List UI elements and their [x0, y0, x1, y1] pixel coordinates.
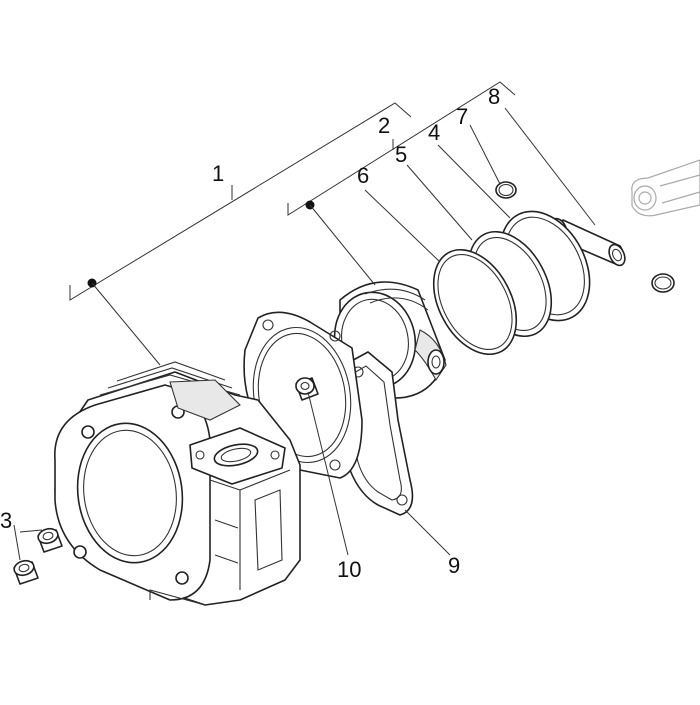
connecting-rod-ghost: [631, 159, 700, 217]
callout-7: 7: [456, 104, 468, 129]
callout-9: 9: [448, 553, 460, 578]
leader-lines: [13, 107, 596, 561]
callout-3: 3: [0, 508, 12, 533]
bracket-group-1: [69, 102, 412, 301]
dowel-bushing-lower: [13, 559, 39, 585]
callout-4: 4: [428, 120, 440, 145]
callout-8: 8: [488, 84, 500, 109]
callout-10: 10: [337, 557, 361, 582]
circlip-lower: [651, 273, 675, 293]
piston-ring-6: [432, 248, 518, 356]
dowel-pin: [295, 377, 319, 401]
callout-2: 2: [378, 113, 390, 138]
dowel-bushing-upper: [37, 527, 63, 553]
circlip-upper: [495, 181, 517, 199]
callout-5: 5: [395, 142, 407, 167]
cylinder-block: [54, 361, 301, 606]
callout-6: 6: [357, 163, 369, 188]
callout-1: 1: [212, 161, 224, 186]
